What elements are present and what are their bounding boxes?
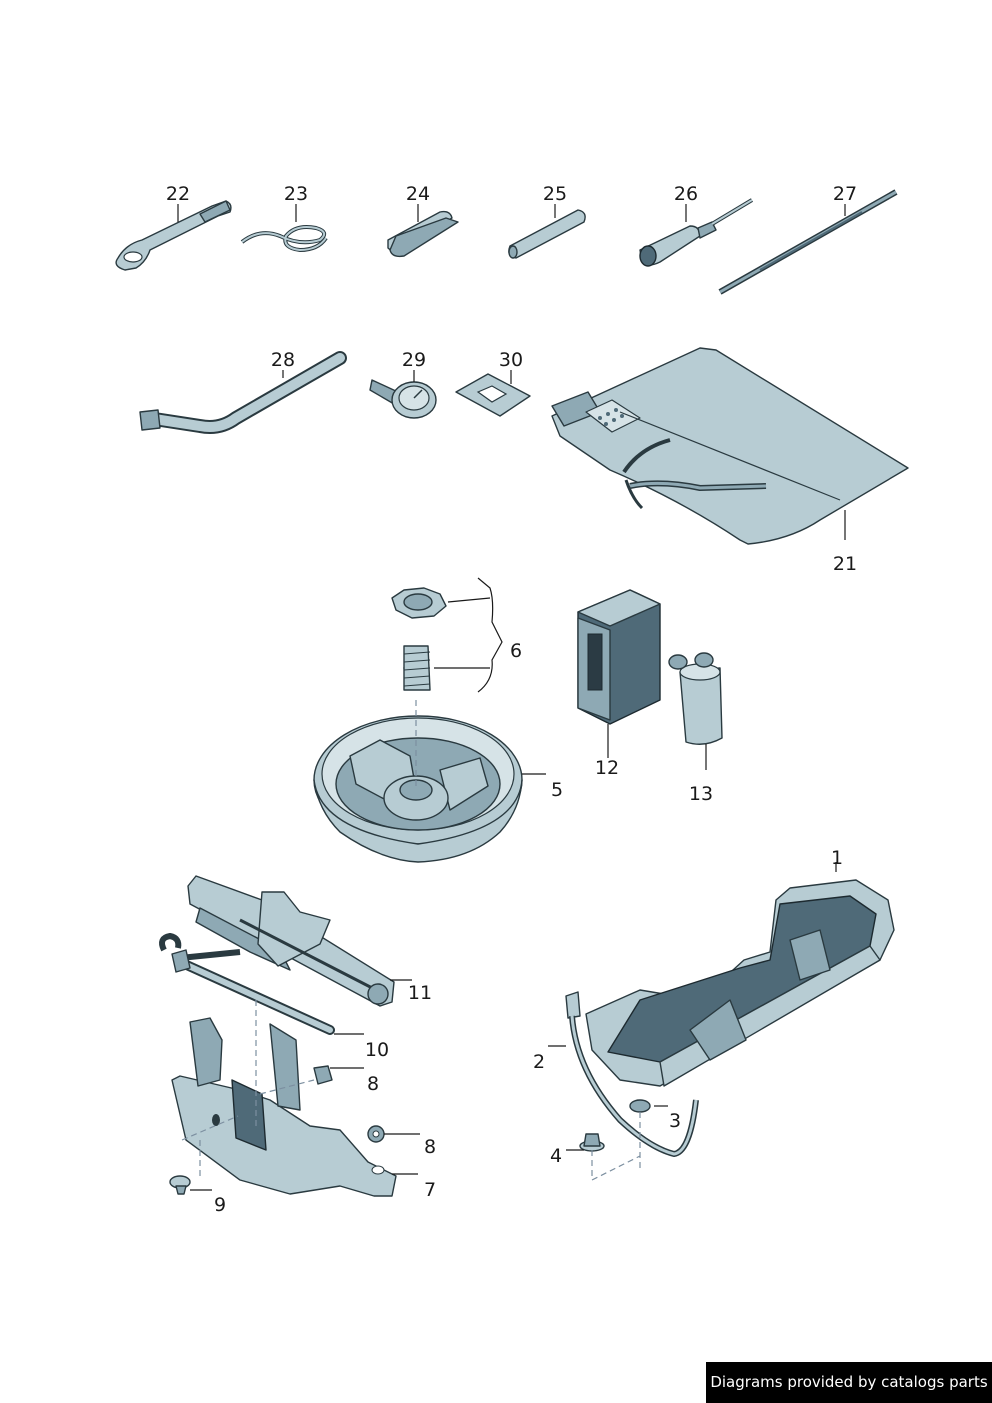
- part-11-jack: [187, 875, 395, 1007]
- callout-28: 28: [271, 349, 295, 371]
- callout-8-upper: 8: [367, 1073, 379, 1095]
- callout-25: 25: [543, 183, 567, 205]
- callout-30: 30: [499, 349, 523, 371]
- part-4-bolt: [579, 1133, 641, 1181]
- credit-banner: Diagrams provided by catalogs parts: [706, 1362, 992, 1403]
- part-8-fastener-upper: [313, 1065, 333, 1085]
- callout-11: 11: [408, 982, 432, 1004]
- callout-6: 6: [510, 640, 522, 662]
- part-2-strap: [565, 991, 699, 1158]
- part-7-jack-holder: [171, 1000, 397, 1197]
- callout-9: 9: [214, 1194, 226, 1216]
- callout-27: 27: [833, 183, 857, 205]
- callout-24: 24: [406, 183, 430, 205]
- part-1-foam-tray: [585, 879, 895, 1087]
- callout-12: 12: [595, 757, 619, 779]
- callout-23: 23: [284, 183, 308, 205]
- callout-1: 1: [831, 847, 843, 869]
- callout-10: 10: [365, 1039, 389, 1061]
- part-10-jack-handle: [159, 932, 335, 1035]
- callout-21: 21: [833, 553, 857, 575]
- part-13-sealant-bottle: [668, 652, 723, 745]
- callout-5: 5: [551, 779, 563, 801]
- part-29-tire-gauge: [369, 379, 437, 419]
- part-27-rod: [718, 189, 898, 295]
- callout-22: 22: [166, 183, 190, 205]
- callout-29: 29: [402, 349, 426, 371]
- callout-4: 4: [550, 1145, 562, 1167]
- part-12-compressor-box: [577, 589, 661, 725]
- part-5-spare-wheel-well: [313, 700, 523, 863]
- callout-2: 2: [533, 1051, 545, 1073]
- part-21-tool-bag: [551, 347, 909, 545]
- callout-7: 7: [424, 1179, 436, 1201]
- part-26-screwdriver: [639, 198, 754, 267]
- part-23-wire-hook: [240, 225, 328, 253]
- part-6-nut-and-bolt: [391, 587, 447, 691]
- callout-13: 13: [689, 783, 713, 805]
- callout-labels: 22 23 24 25 26 27 28 29 30 21 6 5 12 13 …: [166, 183, 857, 1216]
- leader-lines: [177, 204, 846, 1191]
- part-24-clip: [387, 210, 459, 258]
- part-30-plate: [455, 373, 531, 417]
- part-9-plug: [169, 1140, 201, 1195]
- part-3-washer: [629, 1099, 651, 1170]
- part-28-crank-handle: [139, 351, 347, 434]
- callout-26: 26: [674, 183, 698, 205]
- part-22-wheel-bolt-wrench: [115, 200, 232, 271]
- callout-8-lower: 8: [424, 1136, 436, 1158]
- callout-3: 3: [669, 1110, 681, 1132]
- part-25-pin: [508, 209, 586, 259]
- part-8-fastener-lower: [367, 1125, 385, 1143]
